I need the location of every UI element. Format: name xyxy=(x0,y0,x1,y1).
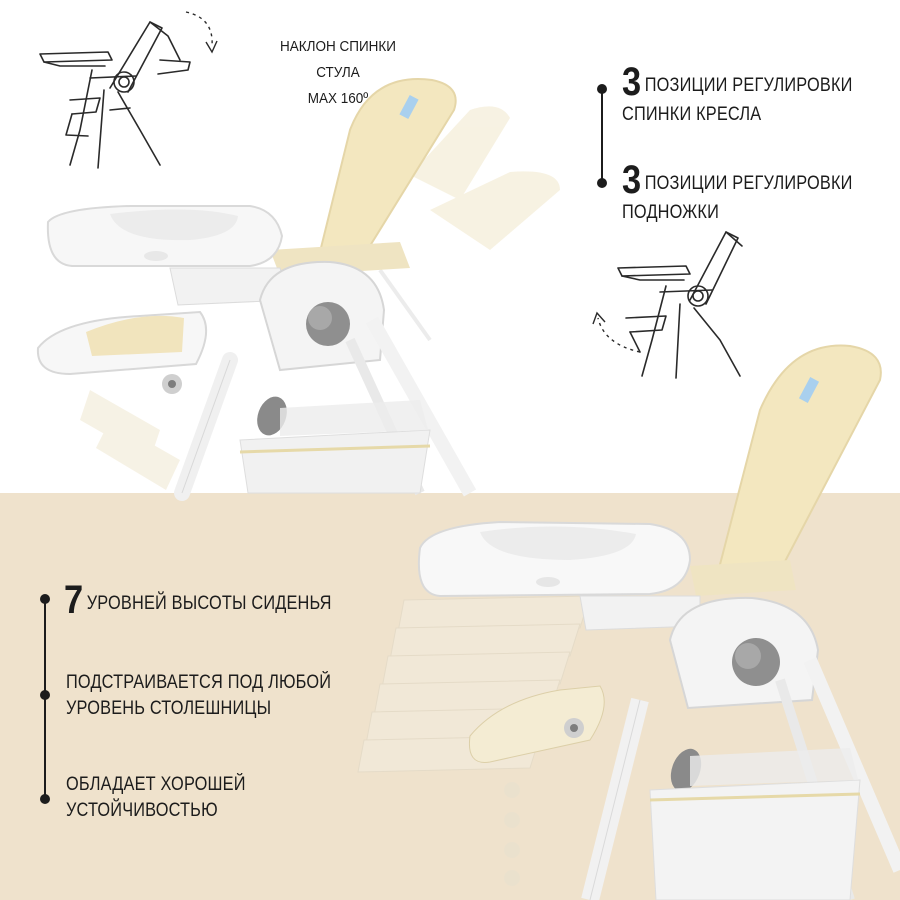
bottom-basket xyxy=(649,779,861,900)
bottom-feature-dot-1 xyxy=(40,594,50,604)
footrest-positions-line2: ПОДНОЖКИ xyxy=(622,202,720,223)
stability-caption: ОБЛАДАЕТ ХОРОШЕЙ УСТОЙЧИВОСТЬЮ xyxy=(66,772,246,824)
top-feature-connector xyxy=(601,88,603,184)
bottom-backrest xyxy=(714,344,882,592)
top-basket xyxy=(239,429,431,494)
tilt-caption-line1: НАКЛОН СПИНКИ СТУЛА xyxy=(280,38,396,81)
tabletop-adjust-line2: УРОВЕНЬ СТОЛЕШНИЦЫ xyxy=(66,698,272,719)
tilt-caption: НАКЛОН СПИНКИ СТУЛА MAX 160º xyxy=(257,34,419,112)
tilt-caption-line2: MAX 160º xyxy=(307,90,369,107)
bottom-feature-dot-2 xyxy=(40,690,50,700)
backrest-positions-line1: ПОЗИЦИИ РЕГУЛИРОВКИ xyxy=(644,75,853,96)
tabletop-adjust-caption: ПОДСТРАИВАЕТСЯ ПОД ЛЮБОЙ УРОВЕНЬ СТОЛЕШН… xyxy=(66,670,331,722)
backrest-positions-number: 3 xyxy=(622,60,642,104)
tabletop-adjust-line1: ПОДСТРАИВАЕТСЯ ПОД ЛЮБОЙ xyxy=(66,672,332,693)
top-backrest xyxy=(316,78,457,264)
seat-height-levels-line1: УРОВНЕЙ ВЫСОТЫ СИДЕНЬЯ xyxy=(86,593,332,614)
stability-line2: УСТОЙЧИВОСТЬЮ xyxy=(66,800,218,821)
footrest-positions-number: 3 xyxy=(622,158,642,202)
stability-line1: ОБЛАДАЕТ ХОРОШЕЙ xyxy=(66,774,246,795)
footrest-positions-line1: ПОЗИЦИИ РЕГУЛИРОВКИ xyxy=(644,173,853,194)
top-feature-dot-1 xyxy=(597,84,607,94)
bottom-footrest xyxy=(468,685,605,763)
top-feature-dot-2 xyxy=(597,178,607,188)
backrest-ghost-positions xyxy=(378,106,560,342)
backrest-positions-line2: СПИНКИ КРЕСЛА xyxy=(622,104,762,125)
bottom-feature-dot-3 xyxy=(40,794,50,804)
seat-height-levels-number: 7 xyxy=(64,578,84,622)
